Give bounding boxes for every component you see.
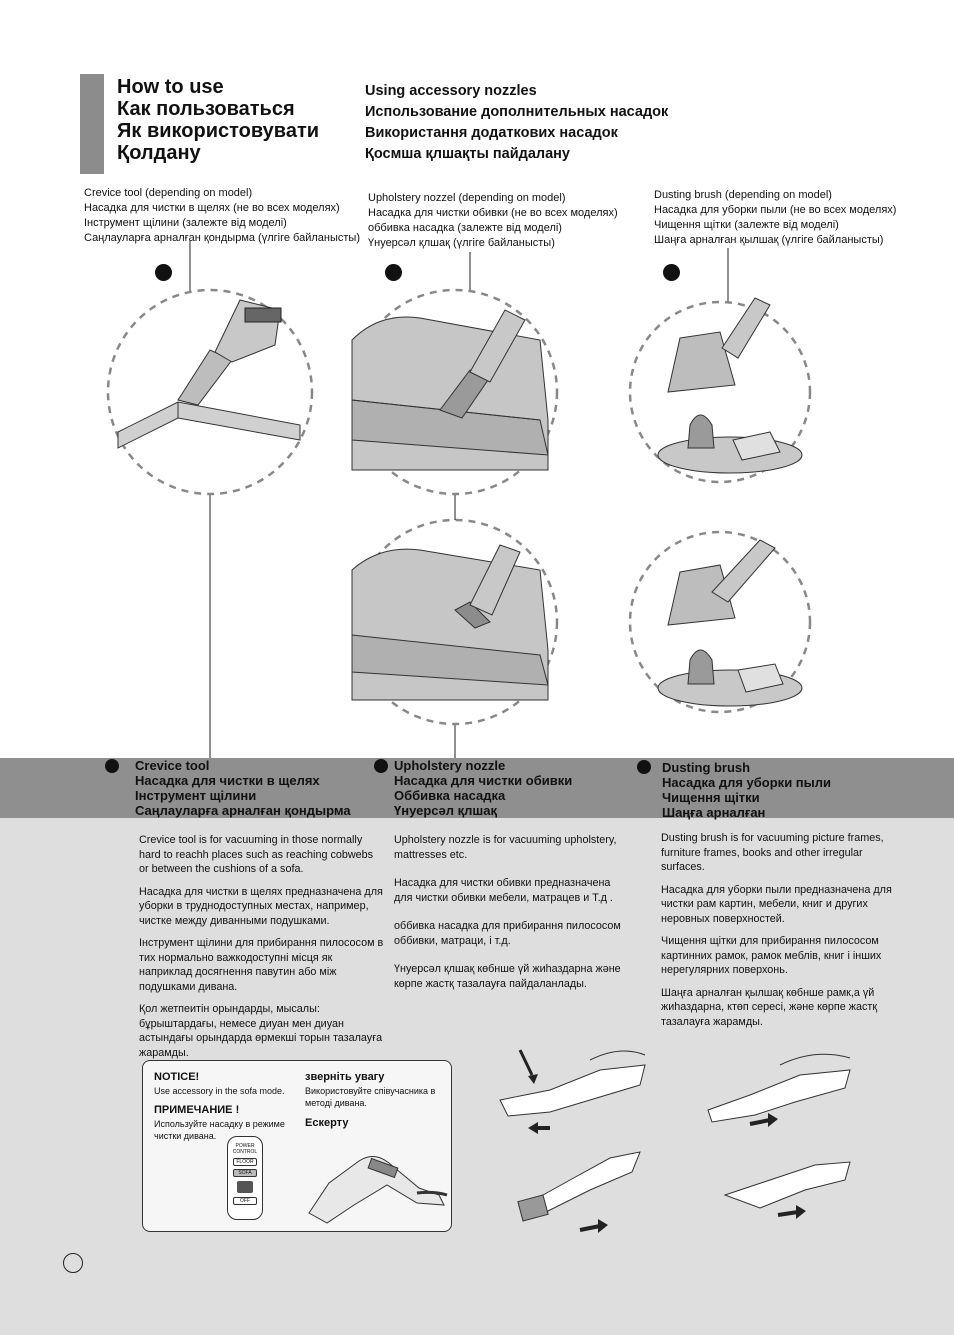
caption-line: Насадка для чистки обивки (не во всех мо… (368, 207, 618, 219)
heading-line: Насадка для уборки пыли (662, 775, 831, 790)
upholstery-illustration-1 (351, 288, 559, 496)
subtitle-uk: Використання додаткових насадок (365, 125, 618, 141)
caption-line: Саңлауларға арналған қондырма (үлгіге ба… (84, 232, 360, 244)
heading-line: Upholstery nozzle (394, 758, 506, 773)
title-kk: Қолдану (117, 142, 201, 164)
section-heading-band (0, 758, 954, 818)
step-upholstery (517, 1151, 641, 1233)
section-marker-3 (637, 760, 651, 774)
marker-3 (663, 264, 680, 281)
paragraph: Үнуерсәл қлшақ көбнше үй жиһаздарна және… (394, 963, 621, 990)
title-uk: Як використовувати (117, 120, 320, 142)
notice-en-text: Use accessory in the sofa mode. (154, 1086, 285, 1096)
notice-kk-heading: Ескерту (305, 1117, 349, 1129)
paragraph: оббивка насадка для прибирання пилососом… (394, 920, 621, 947)
caption-line: Crevice tool (depending on model) (84, 187, 253, 199)
step-dusting (723, 1161, 851, 1219)
marker-2 (385, 264, 402, 281)
heading-line: Насадка для чистки обивки (394, 773, 573, 788)
dusting-illustration-1 (628, 297, 812, 484)
caption-line: Інструмент щілини (залежте від моделі) (84, 217, 287, 229)
caption-crevice: Crevice tool (depending on model) Насадк… (84, 186, 360, 246)
subtitle-ru: Использование дополнительных насадок (365, 104, 669, 120)
heading-line: Dusting brush (662, 760, 751, 775)
paragraph: Crevice tool is for vacuuming in those n… (139, 834, 374, 875)
illustrations (106, 240, 812, 758)
notice-uk-heading: зверніть увагу (305, 1071, 385, 1083)
caption-line: Upholstery nozzel (depending on model) (368, 192, 566, 204)
notice-uk-text: Використовуйте співучасника в методі див… (305, 1086, 436, 1108)
heading-line: Насадка для чистки в щелях (135, 773, 320, 788)
heading-line: Інструмент щілини (135, 788, 257, 803)
title-ru: Как пользоваться (117, 98, 295, 120)
section-heading-crevice: Crevice tool Насадка для чистки в щелях … (135, 758, 351, 818)
caption-line: Dusting brush (depending on model) (654, 189, 832, 201)
crevice-description: Crevice tool is for vacuuming in those n… (139, 833, 384, 1068)
paragraph: Насадка для чистки обивки предназначена … (394, 877, 613, 904)
page-subtitle: Using accessory nozzles Использование до… (365, 81, 668, 165)
upholstery-description: Upholstery nozzle is for vacuuming uphol… (394, 833, 629, 999)
notice-box: NOTICE! Use accessory in the sofa mode. … (142, 1060, 452, 1232)
heading-line: Саңлауларға арналған қондырма (135, 803, 351, 818)
caption-upholstery: Upholstery nozzel (depending on model) Н… (368, 191, 618, 251)
caption-line: Үнуерсәл қлшақ (үлгіге байланысты) (368, 237, 555, 249)
paragraph: Інструмент щілини для прибирання пилосос… (139, 937, 384, 993)
paragraph: Шаңға арналған қылшақ көбнше рамк,а үй ж… (661, 986, 878, 1028)
title-accent-bar (80, 74, 104, 174)
marker-1 (155, 264, 172, 281)
dusting-description: Dusting brush is for vacuuming picture f… (661, 831, 896, 1037)
usage-steps-illustration (499, 1049, 851, 1233)
caption-line: Насадка для чистки в щелях (не во всех м… (84, 202, 340, 214)
heading-line: Үнуерсәл қлшақ (394, 803, 497, 818)
heading-line: Чищення щітки (662, 790, 760, 805)
caption-dusting: Dusting brush (depending on model) Насад… (654, 188, 896, 248)
sofa-mode-label: SOFA (233, 1169, 257, 1177)
subtitle-en: Using accessory nozzles (365, 83, 537, 99)
notice-en-heading: NOTICE! (154, 1071, 200, 1083)
section-heading-dusting: Dusting brush Насадка для уборки пыли Чи… (662, 760, 831, 820)
dusting-illustration-2 (628, 530, 812, 714)
power-control-label: POWER CONTROL (232, 1143, 258, 1155)
crevice-illustration (106, 288, 314, 496)
heading-line: Шаңға арналған (662, 805, 766, 820)
mode-slider (237, 1181, 253, 1193)
notice-ru-text: Используйте насадку в режиме чистки дива… (154, 1119, 285, 1141)
vacuum-handle-illustration (308, 1156, 448, 1224)
page-title: How to use Как пользоваться Як використо… (117, 76, 319, 164)
caption-line: Насадка для уборки пыли (не во всех моде… (654, 204, 897, 216)
paragraph: Насадка для чистки в щелях предназначена… (139, 885, 383, 927)
step-attach (499, 1049, 646, 1134)
paragraph: Насадка для уборки пыли предназначена дл… (661, 883, 892, 925)
heading-line: Crevice tool (135, 758, 210, 773)
power-control-panel: POWER CONTROL FLOOR SOFA OFF (227, 1136, 263, 1220)
section-heading-upholstery: Upholstery nozzle Насадка для чистки оби… (394, 758, 572, 818)
section-marker-1 (105, 759, 119, 773)
paragraph: Dusting brush is for vacuuming picture f… (661, 832, 884, 873)
floor-mode-label: FLOOR (233, 1158, 257, 1166)
page-number-marker (63, 1253, 83, 1273)
heading-line: Оббивка насадка (394, 788, 506, 803)
caption-line: Шаңға арналған қылшақ (үлгіге байланысты… (654, 234, 884, 246)
paragraph: Upholstery nozzle is for vacuuming uphol… (394, 834, 617, 861)
paragraph: Қол жетпеитін орындарды, мысалы: бұрышта… (139, 1003, 383, 1059)
title-en: How to use (117, 76, 224, 98)
subtitle-kk: Қосмша қлшақты пайдалану (365, 146, 570, 162)
caption-line: оббивка насадка (залежте від моделі) (368, 222, 562, 234)
off-mode-label: OFF (233, 1197, 257, 1205)
notice-ru-heading: ПРИМЕЧАНИЕ ! (154, 1104, 240, 1116)
upholstery-illustration-2 (351, 518, 559, 726)
paragraph: Чищення щітки для прибирання пилососом к… (661, 935, 882, 976)
section-marker-2 (374, 759, 388, 773)
step-remove (707, 1053, 851, 1127)
caption-line: Чищення щітки (залежте від моделі) (654, 219, 839, 231)
